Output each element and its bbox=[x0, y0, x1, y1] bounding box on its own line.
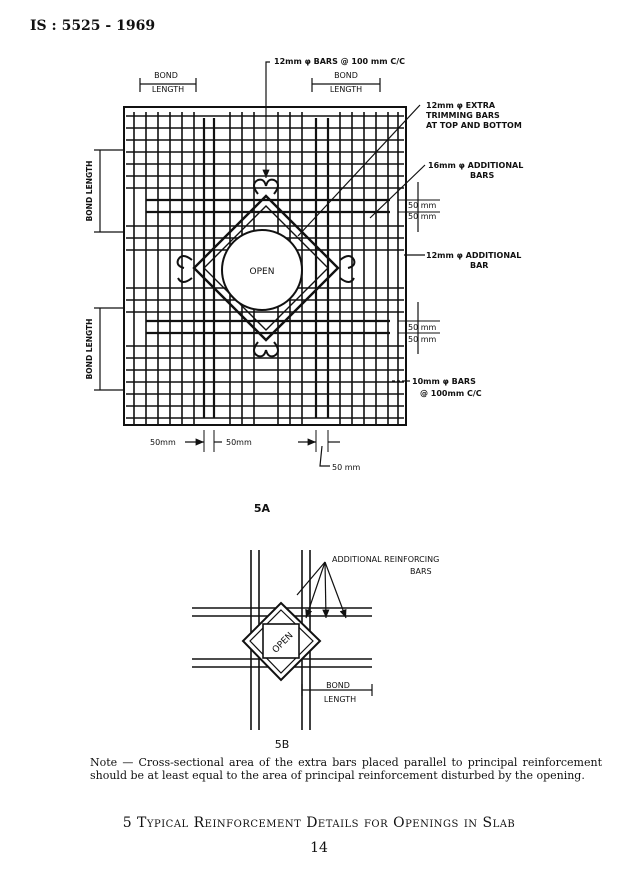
note-text: Note — Cross-sectional area of the extra… bbox=[90, 756, 602, 782]
dim-50mm-a: 50 mm bbox=[408, 201, 437, 210]
dim-bottom-50mm-3: 50 mm bbox=[332, 463, 361, 472]
top-bond-label-right-1: BOND bbox=[334, 71, 358, 80]
figure-5b-label: 5B bbox=[275, 738, 290, 751]
callout-additional-reinforcing-2: BARS bbox=[410, 567, 432, 576]
dim-bottom-50mm-2: 50mm bbox=[226, 438, 252, 447]
figure-5b bbox=[192, 550, 373, 730]
callout-12mm-bars: 12mm φ BARS @ 100 mm C/C bbox=[274, 57, 405, 66]
left-bond-label-upper: BOND LENGTH bbox=[85, 161, 94, 222]
callout-additional-reinforcing-1: ADDITIONAL REINFORCING bbox=[332, 555, 439, 564]
left-bond-label-lower: BOND LENGTH bbox=[85, 319, 94, 380]
dim-50mm-d: 50 mm bbox=[408, 335, 437, 344]
opening-label-5a: OPEN bbox=[250, 267, 275, 277]
dim-50mm-c: 50 mm bbox=[408, 323, 437, 332]
bond-label-5b-2: LENGTH bbox=[324, 695, 356, 704]
page-number: 14 bbox=[310, 840, 328, 856]
dim-50mm-b: 50 mm bbox=[408, 212, 437, 221]
figure-5a bbox=[94, 61, 440, 467]
dim-bottom-50mm-1: 50mm bbox=[150, 438, 176, 447]
callout-10mm-1: 10mm φ BARS bbox=[412, 377, 476, 386]
top-bond-label-left-2: LENGTH bbox=[152, 85, 184, 94]
bond-label-5b-1: BOND bbox=[326, 681, 350, 690]
callout-extra-2: TRIMMING BARS bbox=[426, 111, 500, 120]
top-bond-label-right-2: LENGTH bbox=[330, 85, 362, 94]
figure-caption: 5 Typical Reinforcement Details for Open… bbox=[122, 815, 516, 831]
document-header: IS : 5525 - 1969 bbox=[30, 18, 156, 34]
callout-10mm-2: @ 100mm C/C bbox=[420, 389, 482, 398]
callout-16mm-1: 16mm φ ADDITIONAL bbox=[428, 161, 523, 170]
callout-12mm-add-2: BAR bbox=[470, 261, 488, 270]
callout-extra-1: 12mm φ EXTRA bbox=[426, 101, 496, 110]
callout-16mm-2: BARS bbox=[470, 171, 494, 180]
callout-extra-3: AT TOP AND BOTTOM bbox=[426, 121, 522, 130]
callout-12mm-add-1: 12mm φ ADDITIONAL bbox=[426, 251, 521, 260]
figure-5a-label: 5A bbox=[254, 502, 271, 515]
top-bond-label-left-1: BOND bbox=[154, 71, 178, 80]
